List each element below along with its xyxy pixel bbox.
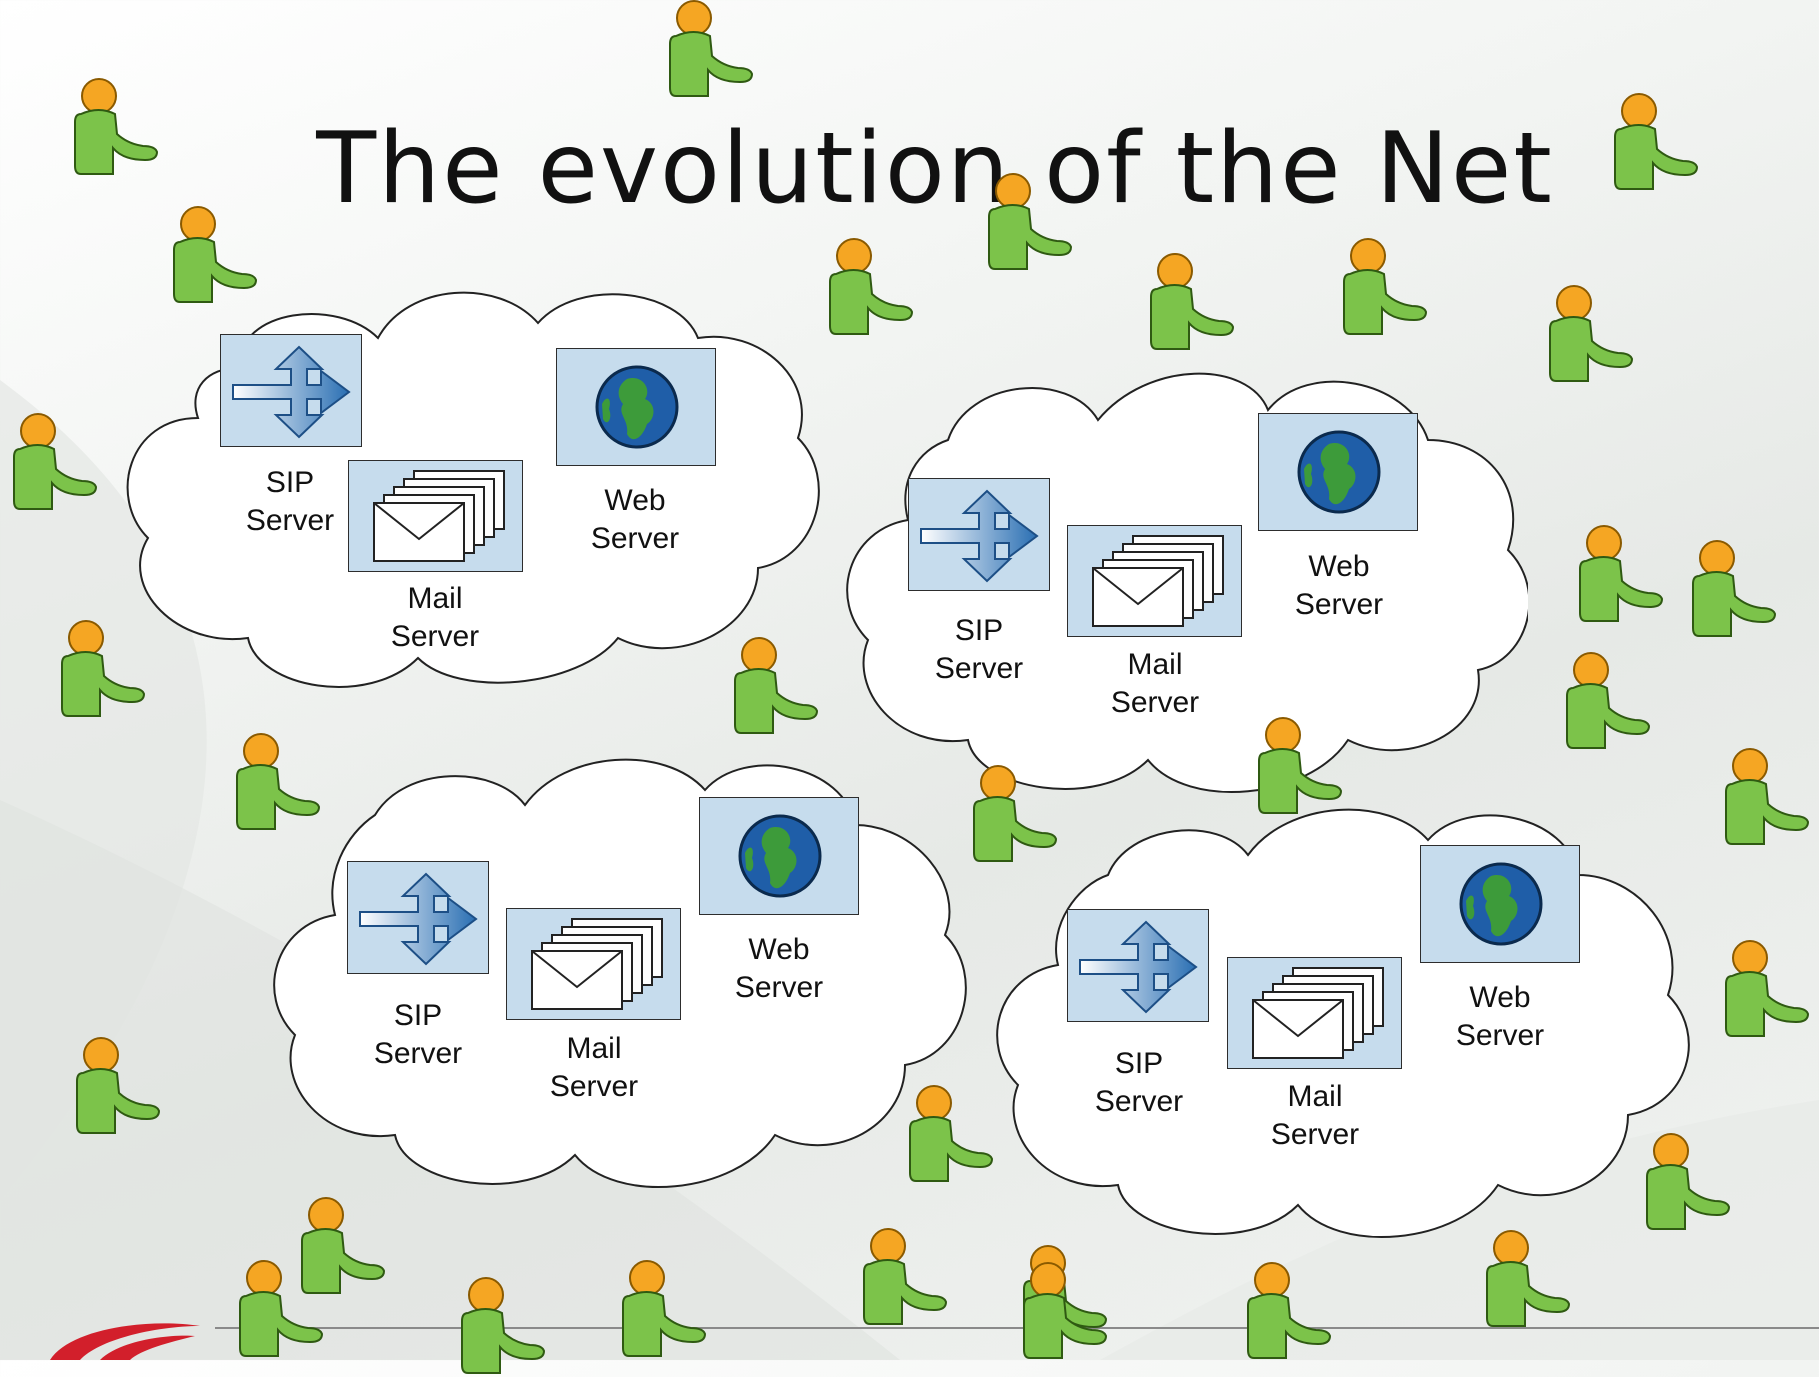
globe-icon (595, 365, 679, 449)
web-server-box[interactable] (556, 348, 716, 466)
user-icon (173, 206, 258, 303)
user-icon (1725, 940, 1810, 1037)
user-icon (1258, 717, 1343, 814)
web-server-box[interactable] (699, 797, 859, 915)
sip-server-label: SIP Server (934, 614, 1024, 685)
web-server-box[interactable] (1258, 413, 1418, 531)
mail-stack-icon (373, 470, 505, 562)
web-server-label: Web Server (734, 933, 824, 1004)
user-icon (74, 78, 159, 175)
sip-server-label: SIP Server (1094, 1047, 1184, 1118)
user-icon (1549, 285, 1634, 382)
network-cloud-1: SIP Server Mail Server Web Server (118, 268, 838, 708)
sip-arrow-icon (1079, 920, 1198, 1014)
sip-server-label: SIP Server (373, 999, 463, 1070)
user-icon (1247, 1262, 1332, 1359)
mail-server-box[interactable] (506, 908, 681, 1020)
user-icon (1614, 93, 1699, 190)
user-icon (76, 1037, 161, 1134)
user-icon (239, 1260, 324, 1357)
slide-title: The evolution of the Net (316, 112, 1554, 226)
user-icon (669, 0, 754, 97)
sip-server-box[interactable] (1067, 909, 1209, 1022)
user-icon (829, 238, 914, 335)
user-icon (909, 1085, 994, 1182)
mail-server-label: Mail Server (390, 582, 480, 653)
sip-server-box[interactable] (347, 861, 489, 974)
user-icon (973, 765, 1058, 862)
mail-server-box[interactable] (1227, 957, 1402, 1069)
web-server-label: Web Server (1455, 981, 1545, 1052)
globe-icon (1297, 430, 1381, 514)
sip-server-box[interactable] (220, 334, 362, 447)
user-icon (1692, 540, 1777, 637)
user-icon (13, 413, 98, 510)
user-icon (734, 637, 819, 734)
mail-server-label: Mail Server (1270, 1080, 1360, 1151)
globe-icon (1459, 862, 1543, 946)
user-icon (1343, 238, 1428, 335)
mail-server-box[interactable] (1067, 525, 1242, 637)
user-icon (863, 1228, 948, 1325)
sip-arrow-icon (359, 872, 478, 966)
user-icon (1486, 1230, 1571, 1327)
mail-stack-icon (1252, 967, 1384, 1059)
mail-server-label: Mail Server (1110, 648, 1200, 719)
brand-logo (50, 1323, 200, 1360)
mail-server-label: Mail Server (549, 1032, 639, 1103)
user-icon (1150, 253, 1235, 350)
sip-server-box[interactable] (908, 478, 1050, 591)
user-icon (61, 620, 146, 717)
footer-divider (215, 1327, 1819, 1329)
web-server-label: Web Server (590, 484, 680, 555)
user-icon (1566, 652, 1651, 749)
sip-server-label: SIP Server (245, 466, 335, 537)
mail-stack-icon (531, 918, 663, 1010)
user-icon (1023, 1262, 1108, 1359)
globe-icon (738, 814, 822, 898)
sip-arrow-icon (232, 345, 351, 439)
mail-server-box[interactable] (348, 460, 523, 572)
user-icon (1579, 525, 1664, 622)
network-cloud-4: SIP Server Mail Server Web Server (988, 795, 1698, 1255)
user-icon (236, 733, 321, 830)
user-icon (1725, 748, 1810, 845)
network-cloud-3: SIP Server Mail Server Web Server (265, 745, 975, 1205)
network-cloud-2: SIP Server Mail Server Web Server (828, 360, 1528, 820)
web-server-box[interactable] (1420, 845, 1580, 963)
mail-stack-icon (1092, 535, 1224, 627)
web-server-label: Web Server (1294, 550, 1384, 621)
user-icon (461, 1277, 546, 1374)
user-icon (988, 173, 1073, 270)
user-icon (1646, 1133, 1731, 1230)
sip-arrow-icon (920, 489, 1039, 583)
user-icon (622, 1260, 707, 1357)
